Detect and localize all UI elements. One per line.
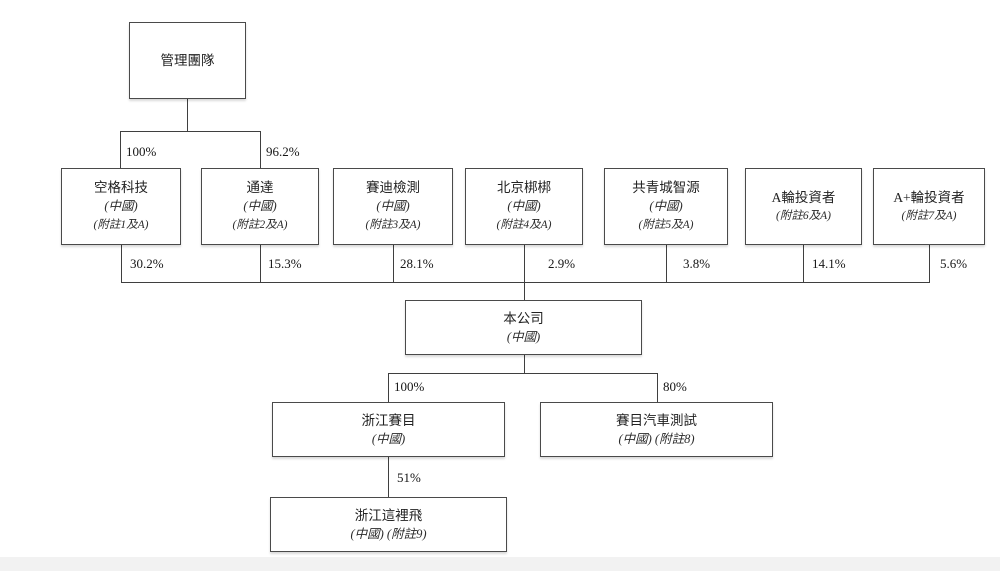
box-title: 浙江這裡飛 xyxy=(354,507,423,523)
box-note: (附註3及A) xyxy=(365,219,421,231)
subsidiary-box: 賽目汽車測試 (中國) (附註8) xyxy=(540,402,773,457)
box-title: A輪投資者 xyxy=(771,189,836,205)
shareholder-box: 北京梆梆 (中國) (附註4及A) xyxy=(465,168,583,245)
ownership-label: 14.1% xyxy=(812,256,846,271)
ownership-label: 100% xyxy=(394,379,425,394)
box-note: (附註5及A) xyxy=(638,219,694,231)
box-title: 空格科技 xyxy=(94,180,148,195)
box-jurisdiction: (中國) xyxy=(506,329,541,344)
connector-line xyxy=(666,245,667,282)
box-note: (附註6及A) xyxy=(776,209,831,222)
connector-line xyxy=(260,131,261,168)
ownership-label: 2.9% xyxy=(548,256,576,271)
connector-line xyxy=(388,373,658,374)
box-title: 本公司 xyxy=(503,310,544,326)
connector-line xyxy=(657,373,658,402)
box-jurisdiction: (中國) xyxy=(104,199,138,213)
page-footer-strip xyxy=(0,557,1000,571)
shareholder-box: A+輪投資者 (附註7及A) xyxy=(873,168,985,245)
shareholder-box: 賽迪檢測 (中國) (附註3及A) xyxy=(333,168,453,245)
box-jurisdiction: (中國) xyxy=(371,431,406,446)
connector-line xyxy=(524,355,525,373)
ownership-label: 3.8% xyxy=(683,256,711,271)
box-jurisdiction: (中國) xyxy=(376,199,410,213)
ownership-label: 80% xyxy=(663,379,687,394)
box-jurisdiction: (中國) (附註9) xyxy=(350,526,427,541)
connector-line xyxy=(121,245,122,282)
management-team-box: 管理團隊 xyxy=(129,22,246,99)
company-box: 本公司 (中國) xyxy=(405,300,642,355)
box-title: 通達 xyxy=(246,180,274,195)
connector-line xyxy=(260,245,261,282)
connector-line xyxy=(524,245,525,300)
connector-line xyxy=(120,131,121,168)
box-jurisdiction: (中國) xyxy=(243,199,277,213)
box-title: 賽目汽車測試 xyxy=(616,412,697,428)
box-title: 賽迪檢測 xyxy=(366,180,420,195)
subsidiary-box: 浙江賽目 (中國) xyxy=(272,402,505,457)
box-title: 北京梆梆 xyxy=(497,180,551,195)
box-note: (附註7及A) xyxy=(901,209,957,222)
ownership-label: 96.2% xyxy=(266,144,300,159)
connector-line xyxy=(388,373,389,402)
shareholder-box: 共青城智源 (中國) (附註5及A) xyxy=(604,168,728,245)
connector-line xyxy=(388,457,389,497)
shareholder-box: 通達 (中國) (附註2及A) xyxy=(201,168,319,245)
shareholder-box: 空格科技 (中國) (附註1及A) xyxy=(61,168,181,245)
box-jurisdiction: (中國) xyxy=(649,199,683,213)
ownership-label: 5.6% xyxy=(940,256,968,271)
ownership-label: 100% xyxy=(126,144,157,159)
box-note: (附註4及A) xyxy=(496,219,552,231)
ownership-label: 51% xyxy=(397,470,421,485)
ownership-label: 30.2% xyxy=(130,256,164,271)
box-note: (附註1及A) xyxy=(93,219,149,231)
box-jurisdiction: (中國) xyxy=(507,199,541,213)
box-title: 共青城智源 xyxy=(632,180,700,195)
connector-line xyxy=(120,131,261,132)
box-title: 浙江賽目 xyxy=(361,412,416,428)
box-note: (附註2及A) xyxy=(232,219,288,231)
box-jurisdiction: (中國) (附註8) xyxy=(618,431,695,446)
connector-line xyxy=(121,282,930,283)
connector-line xyxy=(393,245,394,282)
ownership-label: 15.3% xyxy=(268,256,302,271)
connector-line xyxy=(803,245,804,282)
shareholder-box: A輪投資者 (附註6及A) xyxy=(745,168,862,245)
sub-subsidiary-box: 浙江這裡飛 (中國) (附註9) xyxy=(270,497,507,552)
box-title: A+輪投資者 xyxy=(893,189,965,205)
connector-line xyxy=(929,245,930,282)
ownership-label: 28.1% xyxy=(400,256,434,271)
box-title: 管理團隊 xyxy=(160,53,215,68)
connector-line xyxy=(187,99,188,131)
